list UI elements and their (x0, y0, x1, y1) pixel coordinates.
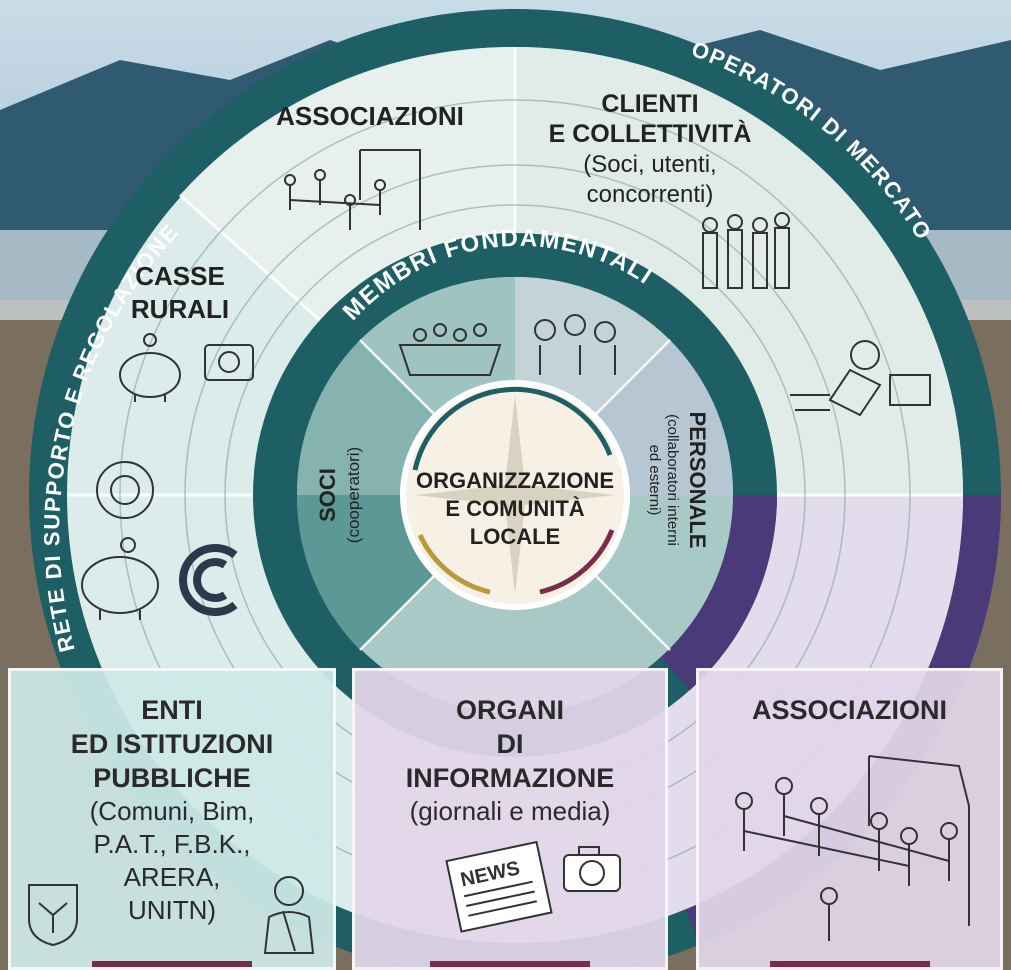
segment-soci-sub: (cooperatori) (344, 447, 363, 543)
box-enti: ENTI ED ISTITUZIONI PUBBLICHE (Comuni, B… (8, 668, 336, 970)
box-associazioni: ASSOCIAZIONI (696, 668, 1003, 970)
box-organi-sub: (giornali e media) (409, 796, 611, 826)
segment-casse-title-2: RURALI (131, 294, 229, 324)
coat-of-arms-icon (28, 884, 78, 947)
box-enti-title: ENTI ED ISTITUZIONI PUBBLICHE (70, 695, 274, 793)
people-network-icon (284, 149, 421, 230)
people-network-icon (735, 755, 970, 941)
gears-team-icon (534, 314, 616, 375)
box-enti-sub: (Comuni, Bim, P.A.T., F.B.K., ARERA, UNI… (89, 796, 255, 925)
segment-soci-title: SOCI (315, 468, 340, 522)
segment-personale-sub-2: ed esterni) (646, 445, 663, 516)
cassa-logo-icon (179, 544, 238, 616)
segment-clienti-title-1: CLIENTI (601, 90, 698, 118)
center-line-2: E COMUNITÀ (445, 496, 584, 521)
segment-personale-sub-1: (collaboratori interni (664, 414, 681, 546)
segment-clienti-sub-1: (Soci, utenti, (583, 151, 716, 178)
segment-clienti-sub-2: concorrenti) (587, 181, 714, 208)
official-person-icon (263, 876, 315, 954)
box-associazioni-bar (769, 961, 930, 967)
box-organi-title: ORGANI DI INFORMAZIONE (405, 695, 615, 793)
piggy-bank-icon (81, 537, 159, 620)
delivery-man-icon (790, 340, 931, 417)
segment-associazioni-title: ASSOCIAZIONI (276, 101, 464, 131)
compass-rose-icon (415, 395, 615, 595)
box-enti-bar (92, 961, 252, 967)
box-organi-bar (430, 961, 590, 967)
center-line-3: LOCALE (470, 524, 560, 549)
coin-emblem-icon (96, 461, 154, 519)
camera-icon (204, 344, 254, 381)
center-line-1: ORGANIZZAZIONE (416, 468, 614, 493)
box-associazioni-title: ASSOCIAZIONI (751, 695, 947, 725)
center-disc (400, 380, 630, 610)
segment-clienti-title-2: E COLLETTIVITÀ (549, 119, 752, 148)
box-organi: ORGANI DI INFORMAZIONE (giornali e media… (352, 668, 668, 970)
team-cheering-icon (398, 323, 502, 376)
camera-icon (563, 846, 621, 892)
crowd-icon (702, 212, 790, 289)
segment-casse-title-1: CASSE (135, 261, 225, 291)
segment-personale-title: PERSONALE (685, 412, 710, 549)
piggy-bank-icon (119, 333, 181, 402)
newspaper-icon: NEWS (445, 840, 553, 933)
